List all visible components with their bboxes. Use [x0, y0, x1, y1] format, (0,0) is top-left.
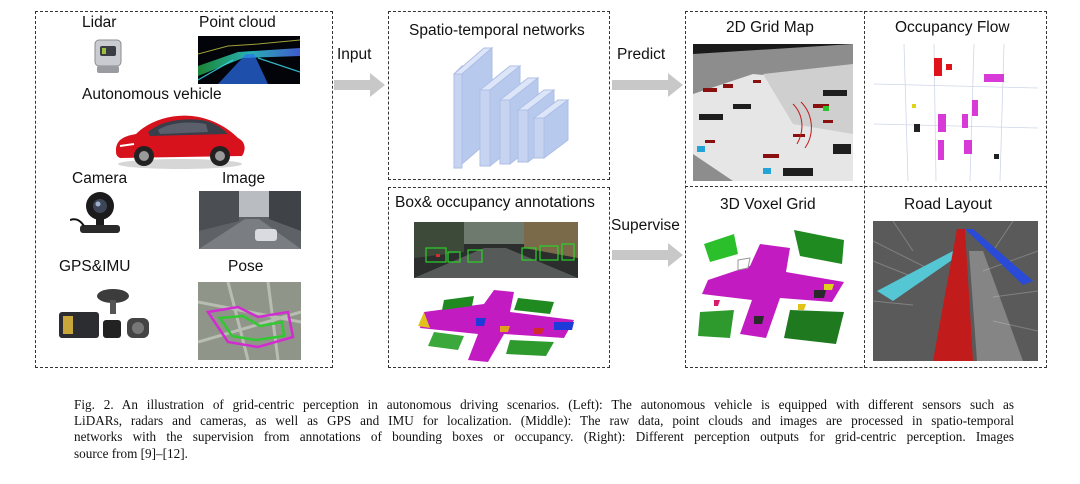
grid-map-image [693, 44, 853, 181]
camera-device-image [70, 190, 130, 236]
supervise-arrow [612, 242, 684, 268]
predict-label: Predict [617, 46, 665, 64]
road-layout-image [873, 221, 1038, 361]
occupancy-annotation-image [414, 282, 584, 366]
road-layout-title: Road Layout [904, 196, 992, 214]
lidar-device-image [90, 38, 126, 74]
outputs-divider-horizontal [685, 186, 1047, 187]
vehicle-label: Autonomous vehicle [82, 86, 222, 104]
input-label: Input [337, 46, 371, 64]
point-cloud-label: Point cloud [199, 14, 276, 32]
pose-map-image [198, 282, 301, 360]
figure-caption: Fig. 2. An illustration of grid-centric … [74, 397, 1014, 462]
occupancy-flow-image [874, 44, 1038, 181]
gps-imu-devices-image [55, 282, 155, 346]
camera-image [199, 191, 301, 249]
camera-label: Camera [72, 170, 127, 188]
image-label: Image [222, 170, 265, 188]
box-annotation-image [414, 222, 578, 278]
grid-map-title: 2D Grid Map [726, 19, 814, 37]
supervise-label: Supervise [611, 217, 680, 235]
pose-label: Pose [228, 258, 263, 276]
voxel-grid-image [694, 220, 858, 360]
caption-line-1: Fig. 2. An illustration of grid-centric … [74, 397, 1014, 413]
voxel-grid-title: 3D Voxel Grid [720, 196, 816, 214]
caption-line-3: networks with the supervision from annot… [74, 429, 1014, 445]
predict-arrow [612, 72, 684, 98]
lidar-label: Lidar [82, 14, 116, 32]
occupancy-flow-title: Occupancy Flow [895, 19, 1010, 37]
caption-line-4: source from [9]–[12]. [74, 446, 1014, 462]
network-layers-graphic [440, 38, 580, 170]
annotations-title: Box& occupancy annotations [395, 194, 595, 212]
caption-line-2: LiDARs, radars and cameras, as well as G… [74, 413, 1014, 429]
point-cloud-image [198, 36, 300, 84]
outputs-divider-vertical [864, 11, 865, 368]
gps-label: GPS&IMU [59, 258, 130, 276]
autonomous-vehicle-image [110, 106, 250, 170]
input-arrow [334, 72, 386, 98]
